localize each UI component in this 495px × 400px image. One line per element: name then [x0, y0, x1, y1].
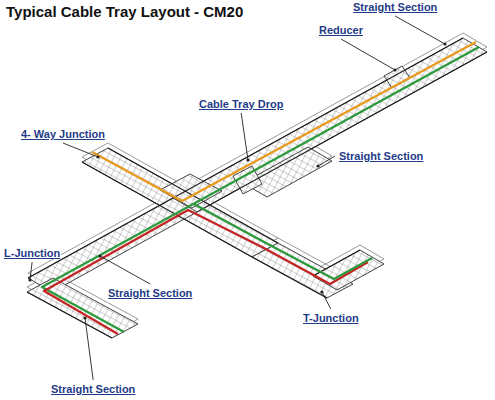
green-cable [42, 47, 479, 332]
callout-label: Reducer [318, 24, 364, 36]
orange-cable [92, 42, 476, 201]
leader-lines [28, 16, 446, 380]
leader-dot [96, 155, 99, 158]
leader-dot [28, 278, 31, 281]
main-straight-tray [173, 38, 487, 212]
tray-walls [27, 33, 487, 333]
tray-edges [27, 38, 487, 338]
leader-dot [316, 164, 319, 167]
leader-line [241, 113, 248, 160]
leader-line [85, 318, 93, 380]
leader-line [63, 143, 98, 157]
leader-line [30, 262, 32, 280]
callout-label: L-Junction [3, 247, 61, 259]
callout-label: Straight Section [107, 287, 193, 299]
leader-line [318, 156, 335, 166]
leader-dot [98, 254, 101, 257]
tray-floors [27, 38, 487, 338]
leader-dot [83, 316, 86, 319]
leader-line [322, 292, 331, 309]
callout-label: Straight Section [50, 383, 136, 395]
cables [42, 42, 479, 334]
callout-label: Cable Tray Drop [198, 98, 284, 110]
lower-straight-tray [243, 147, 332, 197]
callout-label: 4- Way Junction [20, 128, 106, 140]
callout-label: T-Junction [302, 312, 360, 324]
leader-line [395, 16, 445, 44]
leader-line [341, 39, 395, 70]
leader-dot [320, 290, 323, 293]
leader-line [100, 256, 150, 284]
callout-label: Straight Section [352, 1, 438, 13]
diagram-title: Typical Cable Tray Layout - CM20 [6, 3, 243, 20]
green-cable-branch [194, 204, 372, 279]
leader-dot [246, 158, 249, 161]
leader-dot [393, 68, 396, 71]
callout-label: Straight Section [338, 150, 424, 162]
leader-dot [443, 42, 446, 45]
